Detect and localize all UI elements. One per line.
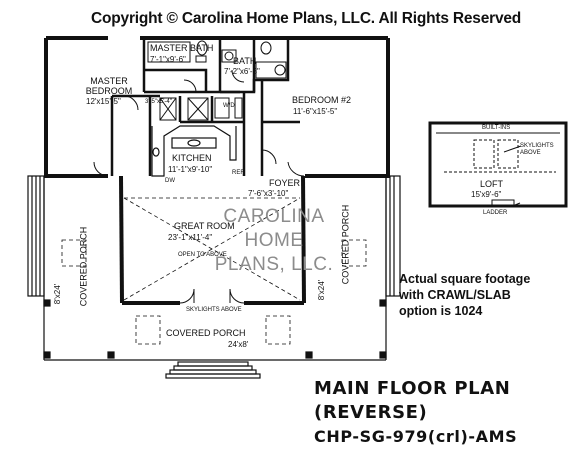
interior-walls xyxy=(110,38,300,176)
plan-subtitle: (REVERSE) xyxy=(314,402,428,423)
loft-skylights-label: SKYLIGHTS ABOVE xyxy=(520,143,554,156)
square-footage-note: Actual square footage with CRAWL/SLAB op… xyxy=(399,271,530,319)
foyer-label: FOYER xyxy=(269,178,301,188)
bedroom2-label: BEDROOM #2 xyxy=(292,95,352,105)
loft-dim: 15'x9'-6" xyxy=(471,190,502,199)
open-to-above-label: OPEN TO ABOVE xyxy=(178,252,227,258)
washer-dryer-label: W/D xyxy=(223,103,235,109)
left-porch xyxy=(27,175,124,361)
watermark: CAROLINA HOME PLANS, LLC. xyxy=(214,205,334,277)
bottom-porch xyxy=(124,359,304,379)
closet-dim: 3'-5"x5'-4" xyxy=(145,99,172,105)
bedroom2-dim: 11'-6"x15'-5" xyxy=(293,107,338,116)
plan-title: MAIN FLOOR PLAN xyxy=(314,378,511,399)
kitchen-dim: 11'-1"x9'-10" xyxy=(168,165,213,174)
right-porch xyxy=(304,175,401,361)
closet-marks xyxy=(159,97,243,121)
left-porch-dim: 8'x24' xyxy=(53,283,62,305)
master-bedroom-dim: 12'x15'-5" xyxy=(86,97,121,106)
kitchen-counters xyxy=(151,125,237,177)
note-line-2: with CRAWL/SLAB xyxy=(399,288,511,302)
skylights-label: SKYLIGHTS ABOVE xyxy=(186,307,242,313)
dishwasher-label: DW xyxy=(165,178,175,184)
bath-fixtures xyxy=(147,40,287,79)
note-line-1: Actual square footage xyxy=(399,272,531,286)
master-bedroom-label: MASTER BEDROOM xyxy=(85,76,133,96)
foyer-dim: 7'-6"x3'-10" xyxy=(248,189,289,198)
watermark-line-3: PLANS, LLC. xyxy=(214,254,334,275)
loft-builtins-label: BUILT-INS xyxy=(482,125,511,131)
bottom-porch-dim: 24'x8' xyxy=(228,340,249,349)
kitchen-label: KITCHEN xyxy=(172,153,212,163)
loft-label: LOFT xyxy=(480,179,504,189)
note-line-3: option is 1024 xyxy=(399,304,483,318)
bath-dim: 7'-2"x6'-3" xyxy=(224,67,260,76)
bath-label: BATH xyxy=(233,56,257,66)
loft-ladder-label: LADDER xyxy=(483,210,508,216)
watermark-line-1: CAROLINA xyxy=(223,206,325,227)
refrigerator-label: REF xyxy=(232,170,244,176)
great-room-dim: 23'-1"x11'-4" xyxy=(168,233,213,242)
master-bath-label: MASTER BATH xyxy=(150,43,214,53)
watermark-line-2: HOME xyxy=(244,230,304,251)
open-to-above-lines xyxy=(61,197,367,345)
left-porch-label: COVERED PORCH xyxy=(78,226,89,307)
great-room-label: GREAT ROOM xyxy=(174,221,235,231)
copyright-text: Copyright © Carolina Home Plans, LLC. Al… xyxy=(91,10,522,27)
plan-code: CHP-SG-979(crl)-AMS xyxy=(314,427,518,446)
right-porch-label: COVERED PORCH xyxy=(340,204,351,285)
bottom-porch-label: COVERED PORCH xyxy=(166,328,246,338)
master-bath-dim: 7'-1"x9'-6" xyxy=(150,55,186,64)
